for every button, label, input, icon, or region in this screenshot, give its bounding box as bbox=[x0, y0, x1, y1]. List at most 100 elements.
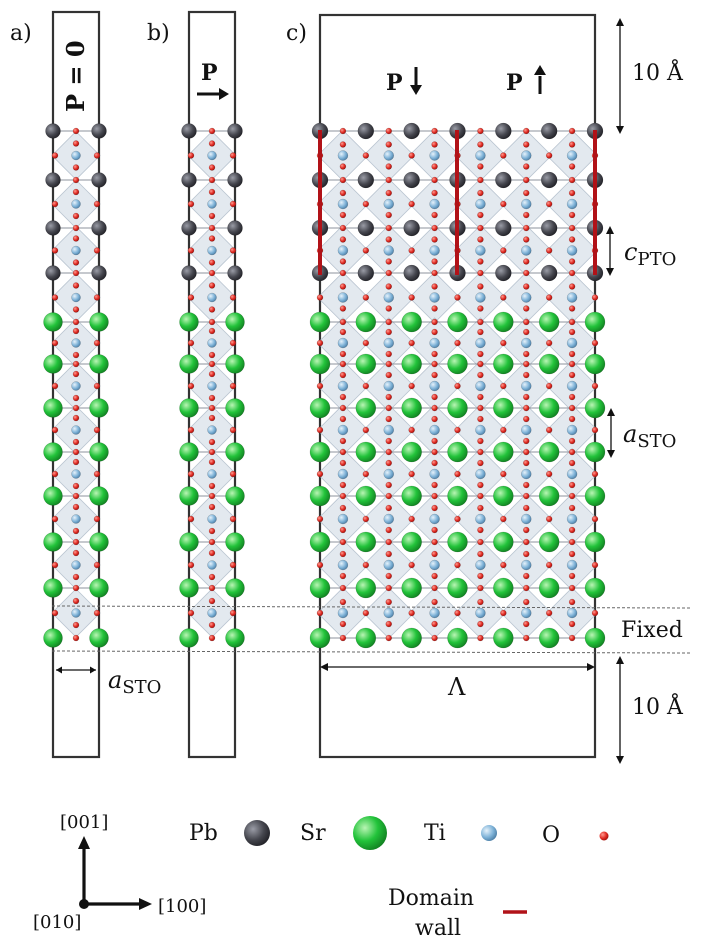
o-atom bbox=[93, 426, 101, 434]
ti-atom bbox=[71, 338, 81, 348]
o-atom bbox=[431, 224, 438, 232]
o-atom bbox=[339, 634, 347, 642]
o-atom bbox=[93, 339, 101, 347]
pb-atom bbox=[227, 123, 243, 139]
o-atom bbox=[187, 382, 195, 390]
o-atom bbox=[431, 318, 438, 326]
o-atom bbox=[208, 360, 216, 368]
sr-atom bbox=[401, 311, 422, 333]
o-atom bbox=[408, 152, 415, 159]
sr-atom bbox=[309, 577, 331, 599]
o-atom bbox=[431, 598, 438, 606]
o-atom bbox=[385, 538, 392, 546]
pb-atom bbox=[45, 172, 61, 188]
o-atom bbox=[431, 415, 438, 423]
sr-atom bbox=[447, 577, 468, 599]
o-atom bbox=[454, 426, 461, 434]
o-atom bbox=[523, 481, 530, 489]
o-atom bbox=[431, 236, 438, 243]
panel-a-lattice-dimension bbox=[56, 666, 96, 674]
ti-atom bbox=[383, 245, 394, 256]
sr-atom bbox=[584, 441, 606, 463]
o-atom bbox=[385, 404, 392, 412]
o-atom bbox=[316, 339, 324, 347]
o-atom bbox=[477, 393, 484, 401]
ti-atom bbox=[521, 198, 532, 210]
o-atom bbox=[208, 370, 216, 378]
ti-atom bbox=[337, 380, 349, 392]
ti-atom bbox=[207, 199, 217, 209]
o-atom bbox=[316, 515, 324, 523]
o-atom bbox=[339, 350, 347, 358]
o-atom bbox=[385, 550, 392, 558]
ti-atom bbox=[429, 559, 440, 571]
sr-atom bbox=[309, 441, 331, 463]
o-atom bbox=[385, 526, 392, 534]
o-atom bbox=[385, 459, 392, 467]
o-atom bbox=[229, 609, 237, 617]
ti-atom bbox=[337, 337, 349, 349]
ti-atom bbox=[207, 469, 217, 479]
o-atom bbox=[385, 328, 392, 336]
a-sto-dimension bbox=[607, 408, 615, 458]
pb-atom bbox=[495, 122, 512, 140]
o-atom bbox=[408, 561, 415, 569]
o-atom bbox=[477, 360, 484, 368]
legend-sr-atom-icon bbox=[353, 816, 387, 850]
o-atom bbox=[385, 141, 392, 148]
ti-atom bbox=[383, 607, 394, 619]
o-atom bbox=[454, 294, 461, 301]
arrow-up-icon bbox=[534, 65, 546, 94]
o-atom bbox=[568, 437, 576, 445]
o-atom bbox=[362, 515, 370, 523]
o-atom bbox=[568, 224, 576, 232]
o-atom bbox=[93, 200, 101, 208]
sr-atom bbox=[538, 531, 560, 553]
o-atom bbox=[568, 127, 576, 135]
o-atom bbox=[523, 141, 530, 148]
sr-atom bbox=[89, 442, 109, 462]
sr-atom bbox=[355, 397, 377, 419]
o-atom bbox=[523, 318, 530, 326]
o-atom bbox=[568, 350, 576, 358]
sr-atom bbox=[355, 531, 377, 553]
o-atom bbox=[229, 247, 237, 254]
o-atom bbox=[385, 127, 392, 135]
o-atom bbox=[339, 404, 347, 412]
o-atom bbox=[339, 211, 347, 219]
o-atom bbox=[454, 470, 461, 478]
panel-a-polarization: P = 0 bbox=[61, 40, 90, 112]
o-atom bbox=[93, 470, 101, 478]
o-atom bbox=[431, 572, 438, 580]
o-atom bbox=[477, 236, 484, 243]
o-atom bbox=[339, 393, 347, 401]
o-atom bbox=[477, 318, 484, 326]
o-atom bbox=[72, 458, 80, 466]
o-atom bbox=[568, 598, 576, 606]
o-atom bbox=[477, 448, 484, 456]
o-atom bbox=[477, 492, 484, 500]
o-atom bbox=[385, 360, 392, 368]
o-atom bbox=[339, 526, 347, 534]
sr-atom bbox=[401, 485, 422, 507]
ti-atom bbox=[429, 380, 440, 392]
o-atom bbox=[500, 561, 507, 569]
ti-atom bbox=[429, 607, 440, 619]
panel-c-pol-up: P bbox=[506, 70, 523, 96]
o-atom bbox=[568, 415, 576, 423]
o-atom bbox=[339, 620, 347, 628]
o-atom bbox=[408, 382, 415, 390]
o-atom bbox=[477, 572, 484, 580]
arrow-down-icon bbox=[410, 67, 422, 95]
pb-atom bbox=[45, 265, 61, 281]
pb-atom bbox=[181, 265, 197, 281]
pb-atom bbox=[181, 220, 197, 236]
o-atom bbox=[72, 370, 80, 378]
sr-atom bbox=[179, 578, 199, 598]
o-atom bbox=[72, 482, 80, 490]
ti-atom bbox=[521, 245, 532, 256]
o-atom bbox=[385, 572, 392, 580]
sr-atom bbox=[89, 398, 109, 418]
sr-atom bbox=[179, 312, 199, 332]
o-atom bbox=[208, 438, 216, 446]
